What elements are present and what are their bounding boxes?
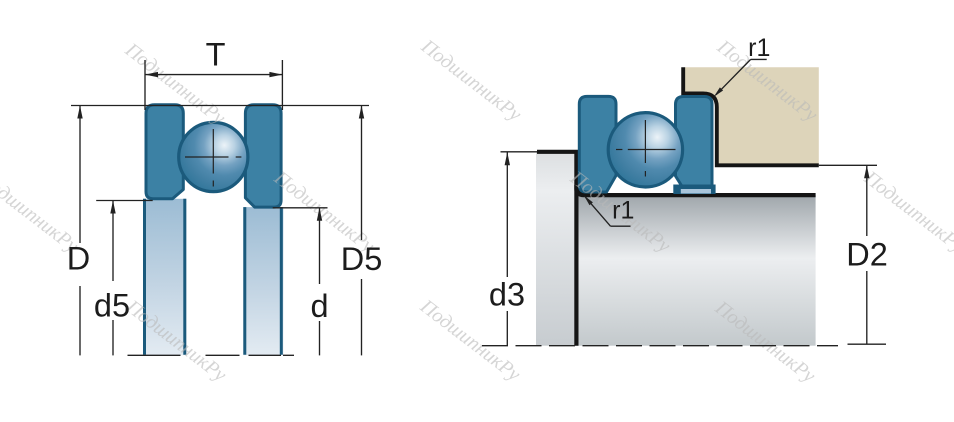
svg-text:d5: d5 (94, 287, 130, 323)
svg-text:r1: r1 (612, 196, 634, 224)
svg-text:d3: d3 (489, 277, 525, 313)
svg-text:r1: r1 (748, 34, 770, 62)
svg-text:T: T (206, 37, 226, 73)
svg-text:D2: D2 (846, 237, 888, 273)
svg-text:D: D (67, 241, 90, 277)
svg-text:D5: D5 (341, 241, 383, 277)
svg-text:d: d (310, 288, 328, 324)
